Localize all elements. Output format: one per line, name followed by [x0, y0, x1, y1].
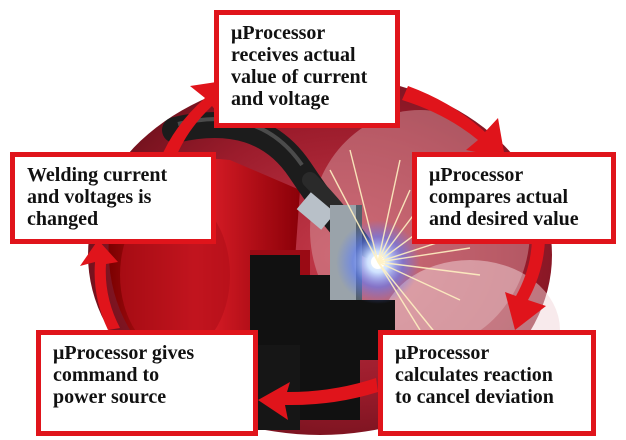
cycle-arrow-4-to-5 — [80, 240, 120, 330]
cycle-step-receive-values: μProcessor receives actual value of curr… — [214, 10, 400, 128]
cycle-arrow-3-to-4 — [258, 378, 378, 420]
cycle-step-command-power-source: μProcessor gives command to power source — [36, 330, 258, 436]
cycle-step-compare-values: μProcessor compares actual and desired v… — [412, 152, 616, 244]
cycle-step-calculate-reaction: μProcessor calculates reaction to cancel… — [378, 330, 596, 436]
cycle-arrows — [80, 80, 546, 420]
cycle-arrow-5-to-1 — [160, 80, 230, 168]
cycle-step-current-changed: Welding current and voltages is changed — [10, 152, 216, 244]
cycle-arrow-2-to-3 — [505, 238, 546, 330]
cycle-arrow-1-to-2 — [402, 86, 505, 158]
